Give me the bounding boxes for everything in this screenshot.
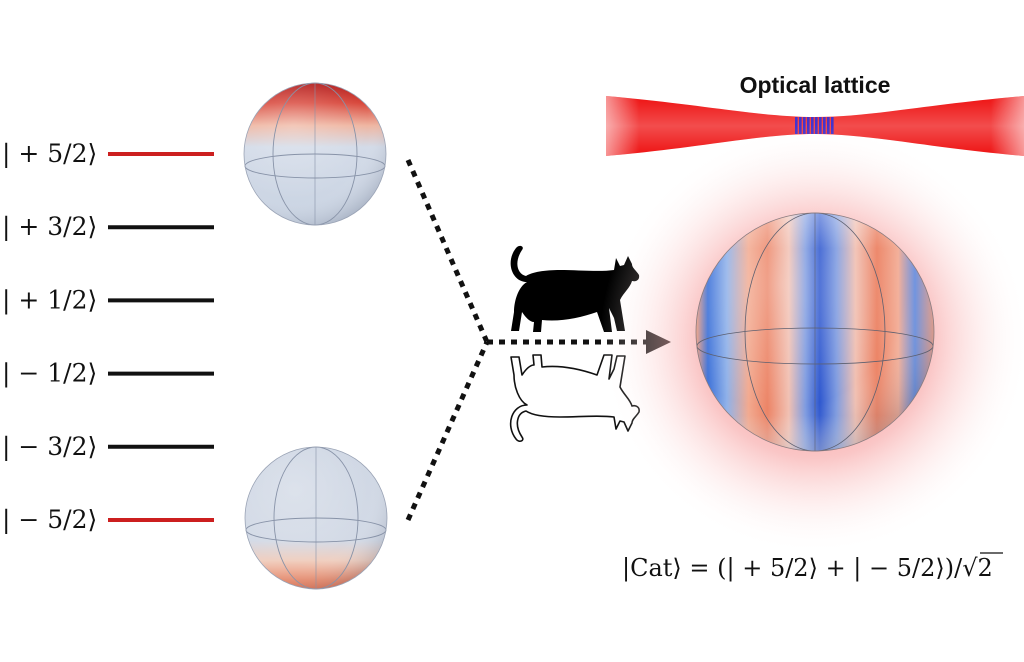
- level-label: | + 1/2⟩: [2, 285, 97, 315]
- energy-level: | − 5/2⟩: [2, 505, 214, 535]
- energy-level: | + 3/2⟩: [2, 212, 214, 242]
- cat-sphere-icon: [695, 212, 935, 452]
- energy-level: | + 1/2⟩: [2, 285, 214, 315]
- lattice-title: Optical lattice: [740, 72, 891, 98]
- level-label: | − 5/2⟩: [2, 505, 97, 535]
- energy-level: | − 1/2⟩: [2, 359, 214, 389]
- lattice-atom: [831, 117, 834, 134]
- svg-text:|Cat⟩ = (| + 5/2⟩ + | − 5/2⟩)/: |Cat⟩ = (| + 5/2⟩ + | − 5/2⟩)/√2: [622, 554, 993, 583]
- level-label: | − 1/2⟩: [2, 359, 97, 389]
- level-label: | + 5/2⟩: [2, 139, 97, 169]
- equation-radicand: 2: [978, 554, 993, 582]
- sphere-up-icon: [243, 82, 387, 226]
- sphere-down-icon: [244, 446, 388, 590]
- equation-radical: √: [962, 554, 978, 582]
- level-label: | + 3/2⟩: [2, 212, 97, 242]
- cat-state-equation: |Cat⟩ = (| + 5/2⟩ + | − 5/2⟩)/√2: [622, 552, 1003, 583]
- lattice-atom: [795, 117, 798, 134]
- lattice-atom: [799, 117, 802, 134]
- level-label: | − 3/2⟩: [2, 432, 97, 462]
- energy-level: | − 3/2⟩: [2, 432, 214, 462]
- equation-text: |Cat⟩ = (| + 5/2⟩ + | − 5/2⟩)/: [622, 554, 963, 583]
- energy-level-ladder: | + 5/2⟩ | + 3/2⟩ | + 1/2⟩ | − 1/2⟩ | − 3/2⟩…: [2, 139, 214, 535]
- energy-level: | + 5/2⟩: [2, 139, 214, 169]
